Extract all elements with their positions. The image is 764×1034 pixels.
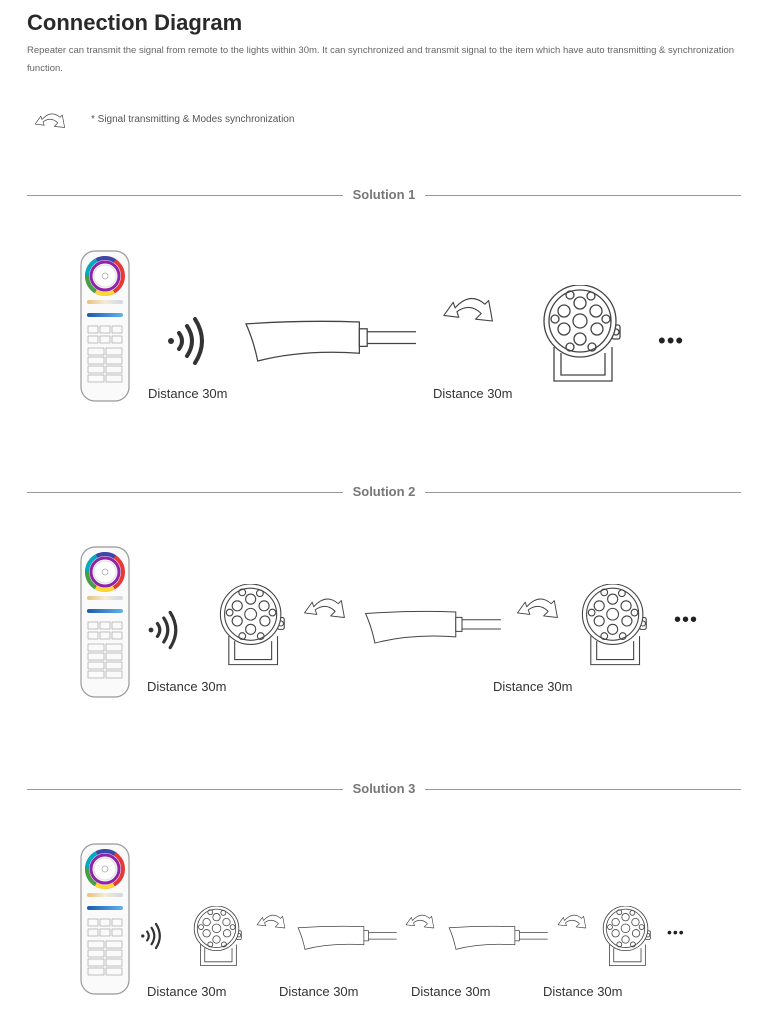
sync-arrow-icon xyxy=(34,108,68,130)
page-title: Connection Diagram xyxy=(27,10,243,35)
sync-arrow-icon xyxy=(557,910,589,930)
divider-line xyxy=(27,195,343,196)
sync-arrow-icon xyxy=(405,910,437,930)
flood-light xyxy=(212,584,296,668)
sync-arrow-icon xyxy=(442,290,498,324)
divider-line xyxy=(27,492,343,493)
divider-line xyxy=(425,492,741,493)
wifi-signal-icon xyxy=(147,610,179,650)
solution-1-label: Solution 1 xyxy=(352,187,416,202)
distance-label: Distance 30m xyxy=(147,984,227,999)
solution-2-header: Solution 2 xyxy=(27,484,741,500)
divider-line xyxy=(425,195,741,196)
flood-light xyxy=(574,584,658,668)
more-ellipsis-icon: ••• xyxy=(667,924,685,940)
distance-label: Distance 30m xyxy=(411,984,491,999)
divider-line xyxy=(27,789,343,790)
solution-3-header: Solution 3 xyxy=(27,781,741,797)
distance-label: Distance 30m xyxy=(148,386,228,401)
legend-text: * Signal transmitting & Modes synchroniz… xyxy=(91,114,295,125)
wifi-signal-icon xyxy=(166,316,206,366)
distance-label: Distance 30m xyxy=(493,679,573,694)
wifi-signal-icon xyxy=(140,922,162,950)
flood-light xyxy=(597,906,659,968)
distance-label: Distance 30m xyxy=(543,984,623,999)
page-description: Repeater can transmit the signal from re… xyxy=(27,45,735,74)
solution-3-label: Solution 3 xyxy=(352,781,416,796)
repeater-device xyxy=(297,925,399,951)
more-ellipsis-icon: ••• xyxy=(674,609,699,631)
sync-arrow-icon xyxy=(256,910,288,930)
remote-control xyxy=(80,250,130,402)
flood-light xyxy=(534,285,634,385)
solution-2-label: Solution 2 xyxy=(352,484,416,499)
distance-label: Distance 30m xyxy=(433,386,513,401)
solution-1-header: Solution 1 xyxy=(27,187,741,203)
distance-label: Distance 30m xyxy=(147,679,227,694)
repeater-device xyxy=(448,925,550,951)
repeater-device xyxy=(364,610,504,645)
repeater-device xyxy=(244,320,420,363)
divider-line xyxy=(425,789,741,790)
more-ellipsis-icon: ••• xyxy=(658,328,685,353)
remote-control xyxy=(80,546,130,698)
flood-light xyxy=(188,906,250,968)
distance-label: Distance 30m xyxy=(279,984,359,999)
sync-arrow-icon xyxy=(303,592,349,620)
sync-arrow-icon xyxy=(516,592,562,620)
remote-control xyxy=(80,843,130,995)
